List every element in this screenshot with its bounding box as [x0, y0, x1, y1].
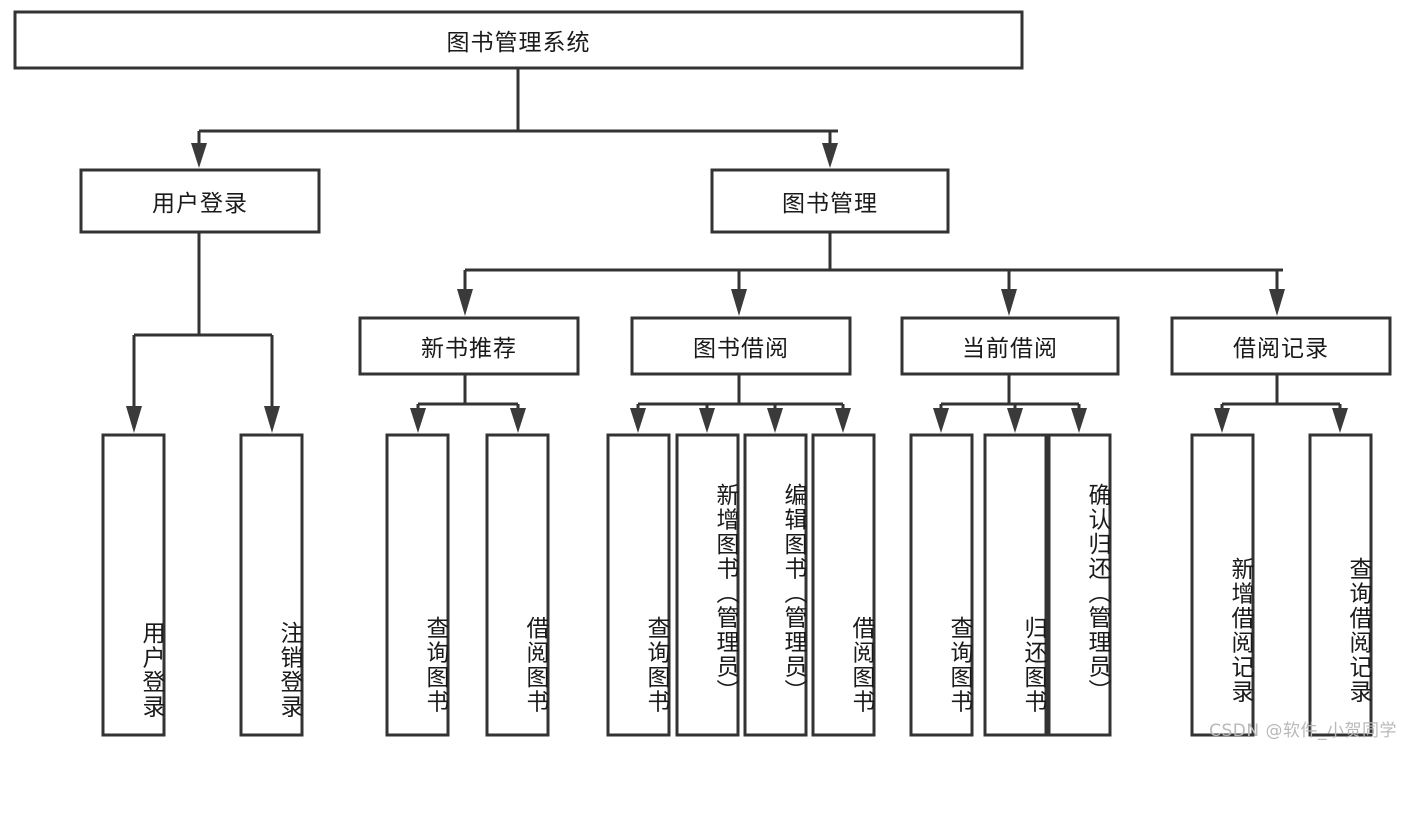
arrow-root-to-book-management [822, 143, 838, 168]
node-user-login[interactable] [79, 168, 321, 234]
arrow-root-to-user-login [191, 143, 207, 168]
edge-group-root [191, 68, 838, 168]
arrow-cb-to-leaf1 [933, 408, 949, 433]
node-book-borrow[interactable] [630, 316, 852, 376]
node-leaf-edit-book-admin[interactable] [743, 433, 808, 737]
arrow-nbr-to-leaf1 [410, 408, 426, 433]
arrow-bb-to-leaf1 [630, 408, 646, 433]
node-leaf-borrow-book[interactable] [811, 433, 876, 737]
arrow-bm-to-borrow [731, 289, 747, 316]
node-leaf-add-book-admin[interactable] [675, 433, 740, 737]
arrow-bm-to-current [1001, 289, 1017, 316]
arrow-ul-to-leaf1 [126, 406, 142, 433]
node-root[interactable] [13, 10, 1024, 70]
arrow-nbr-to-leaf2 [510, 408, 526, 433]
arrow-br-to-leaf1 [1214, 408, 1230, 433]
arrow-cb-to-leaf2 [1007, 408, 1023, 433]
node-current-borrow[interactable] [900, 316, 1120, 376]
arrow-bb-to-leaf3 [767, 408, 783, 433]
edge-group-current-borrow [933, 374, 1087, 433]
node-leaf-borrow-book-recommend[interactable] [485, 433, 550, 737]
node-leaf-confirm-return-admin[interactable] [1047, 433, 1112, 737]
node-borrow-record[interactable] [1170, 316, 1392, 376]
node-leaf-query-book-current[interactable] [909, 433, 974, 737]
node-leaf-logout-login[interactable] [239, 433, 304, 737]
node-leaf-add-borrow-record[interactable] [1190, 433, 1255, 737]
arrow-bb-to-leaf4 [835, 408, 851, 433]
node-leaf-query-book-recommend[interactable] [385, 433, 450, 737]
edge-group-borrow-record [1214, 374, 1348, 433]
arrow-br-to-leaf2 [1332, 408, 1348, 433]
arrow-bm-to-record [1269, 289, 1285, 316]
arrow-cb-to-leaf3 [1071, 408, 1087, 433]
arrow-bb-to-leaf2 [699, 408, 715, 433]
edge-group-book-management [457, 232, 1285, 316]
diagram-canvas: 图书管理系统 用户登录 图书管理 新书推荐 图书借阅 当前借阅 借阅记录 用户登… [13, 10, 1397, 741]
node-leaf-return-book[interactable] [983, 433, 1048, 737]
node-leaf-query-borrow-record[interactable] [1308, 433, 1373, 737]
node-leaf-user-login[interactable] [101, 433, 166, 737]
node-leaf-query-book-borrow[interactable] [606, 433, 671, 737]
arrow-bm-to-recommend [457, 289, 473, 316]
edge-group-user-login [126, 232, 280, 433]
node-book-management[interactable] [710, 168, 950, 234]
edge-group-book-borrow [630, 374, 851, 433]
flowchart-svg [13, 10, 1392, 737]
edge-group-new-book-recommend [410, 374, 526, 433]
arrow-ul-to-leaf2 [264, 406, 280, 433]
node-new-book-recommend[interactable] [358, 316, 580, 376]
